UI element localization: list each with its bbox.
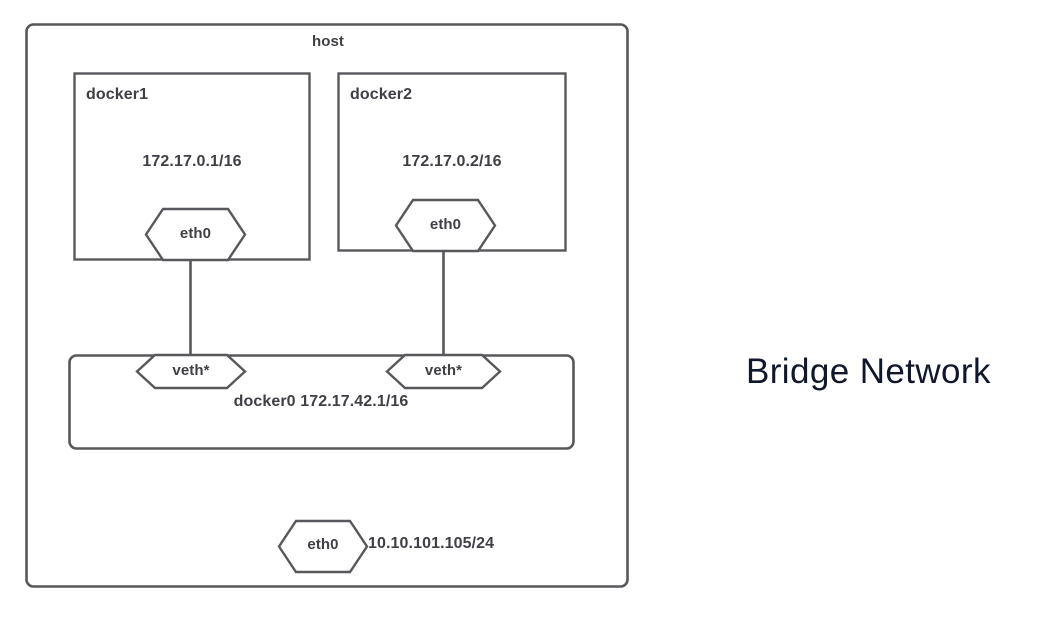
- veth-left-hexagon: [135, 353, 247, 390]
- eth0-docker2-hexagon: [394, 198, 497, 253]
- docker2-ip-label: 172.17.0.2/16: [402, 153, 502, 170]
- eth0-host-hexagon: [277, 519, 369, 574]
- docker1-name-label: docker1: [86, 86, 149, 103]
- host-label: host: [311, 33, 345, 50]
- host-ip-label: 10.10.101.105/24: [368, 535, 495, 552]
- docker1-ip-label: 172.17.0.1/16: [142, 153, 242, 170]
- veth-left-label: veth*: [172, 362, 210, 379]
- eth0-docker1-hexagon: [144, 207, 247, 262]
- docker2-eth0-label: eth0: [429, 216, 462, 233]
- diagram-caption: Bridge Network: [746, 352, 991, 391]
- veth-right-hexagon: [385, 353, 502, 390]
- veth-right-label: veth*: [424, 362, 463, 379]
- docker0-bridge-label: docker0 172.17.42.1/16: [233, 393, 409, 410]
- docker2-name-label: docker2: [350, 86, 413, 103]
- docker1-eth0-label: eth0: [179, 225, 212, 242]
- host-eth0-label: eth0: [307, 536, 339, 553]
